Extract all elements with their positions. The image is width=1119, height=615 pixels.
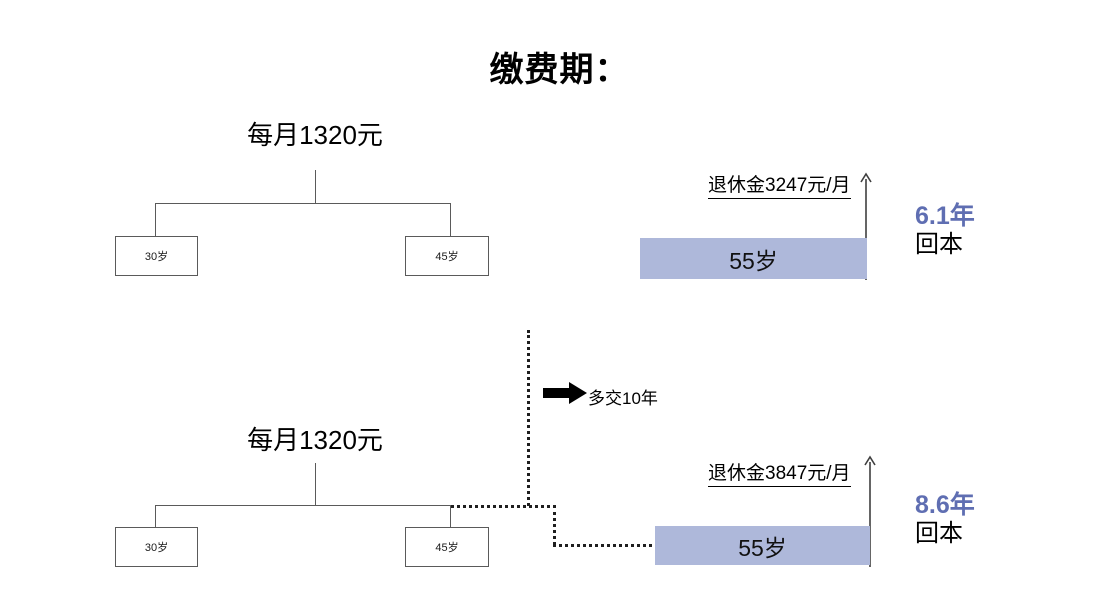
tree-drop-right-bottom (450, 505, 451, 527)
node-box-age45-top: 45岁 (405, 236, 489, 276)
payback-years-top: 6.1年 (915, 202, 975, 230)
value-axis-arrow-bottom (864, 455, 876, 567)
bar-label: 55岁 (729, 247, 778, 274)
tree-drop-right-top (450, 203, 451, 236)
payback-word-bottom: 回本 (915, 520, 963, 547)
page-title: 缴费期： (489, 51, 630, 89)
payback-bottom: 8.6年 回本 (915, 491, 975, 548)
pension-label-top: 退休金3247元/月 (708, 170, 851, 199)
payback-top: 6.1年 回本 (915, 202, 975, 259)
retirement-bar-bottom: 55岁 (655, 526, 870, 565)
dotted-riser (527, 330, 530, 506)
bar-label: 55岁 (738, 534, 787, 561)
dotted-path-seg3 (553, 544, 658, 547)
node-box-age30-bottom: 30岁 (115, 527, 198, 567)
premium-label-bottom: 每月1320元 (247, 425, 383, 455)
middle-note-label: 多交10年 (588, 389, 658, 408)
tree-stem-top (315, 170, 316, 204)
pension-label-bottom: 退休金3847元/月 (708, 458, 851, 487)
tree-drop-left-top (155, 203, 156, 236)
premium-label-top: 每月1320元 (247, 120, 383, 150)
payback-word-top: 回本 (915, 231, 963, 258)
dotted-path-seg1 (451, 505, 556, 508)
dotted-path-seg2 (553, 505, 556, 545)
tree-stem-bottom (315, 463, 316, 505)
tree-drop-left-bottom (155, 505, 156, 527)
tree-crossbar-bottom (155, 505, 451, 506)
tree-crossbar-top (155, 203, 451, 204)
retirement-bar-top: 55岁 (640, 238, 867, 279)
node-box-age30-top: 30岁 (115, 236, 198, 276)
node-box-age45-bottom: 45岁 (405, 527, 489, 567)
node-label: 45岁 (435, 251, 459, 263)
node-label: 30岁 (144, 542, 169, 554)
node-label: 45岁 (435, 542, 459, 554)
payback-years-bottom: 8.6年 (915, 491, 975, 519)
node-label: 30岁 (144, 251, 169, 263)
right-arrow-icon (543, 382, 587, 409)
